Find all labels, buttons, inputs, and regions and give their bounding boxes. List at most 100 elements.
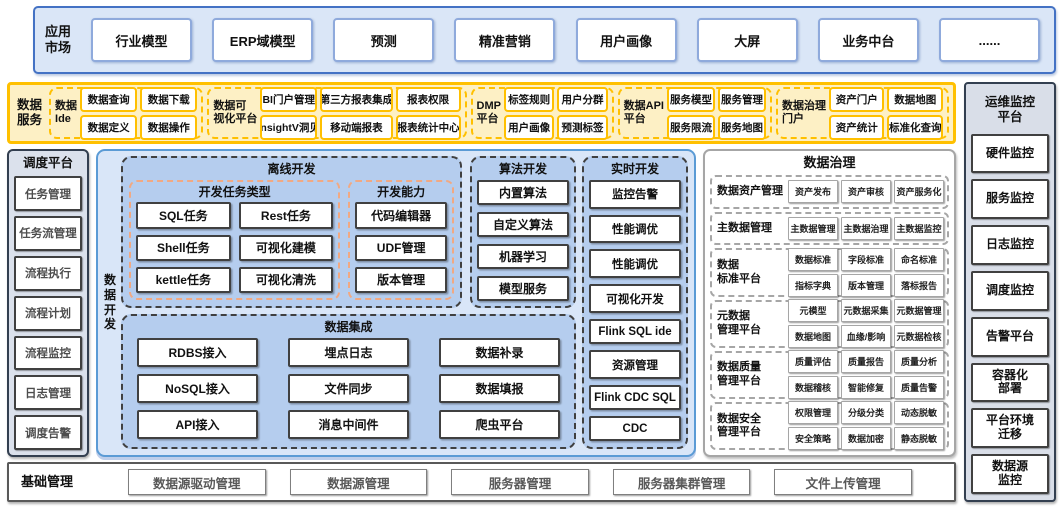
governance-panel: 数据治理 数据资产管理 资产发布资产审核资产服务化 主数据管理 主数据管理主数据…: [703, 149, 956, 457]
gov-row-data-standard: 数据 标准平台 数据标准字段标准命名标准指标字典版本管理落标报告: [710, 248, 949, 298]
scheduler-item: 流程监控: [14, 335, 82, 371]
governance-item: 质量评估: [788, 350, 838, 374]
gov-row-data-security-label: 数据安全 管理平台: [717, 412, 761, 438]
ops-monitoring-item: 告警平台: [971, 316, 1049, 357]
integration-item: NoSQL接入: [137, 373, 258, 403]
task-type-item: Shell任务: [136, 234, 231, 261]
group-governance-portal-items: 资产门户数据地图资产统计标准化查询: [828, 86, 944, 140]
governance-item: 版本管理: [841, 274, 891, 298]
app-market-item: 精准营销: [454, 18, 556, 62]
task-type-item: Rest任务: [238, 202, 334, 229]
governance-item: 质量分析: [894, 350, 944, 374]
app-market-item: 业务中台: [817, 18, 919, 62]
data-integration-title: 数据集成: [324, 320, 373, 334]
gov-row-metadata: 元数据 管理平台 元模型元数据采集元数据管理数据地图血缘/影响元数据检核: [710, 299, 949, 349]
ops-monitoring-item: 平台环境 迁移: [971, 408, 1049, 449]
governance-item: 主数据监控: [894, 217, 944, 241]
governance-item: 血缘/影响: [841, 325, 891, 349]
service-item: 预测标签: [557, 114, 608, 140]
task-type-item: 可视化清洗: [238, 266, 334, 293]
algorithm-dev-panel: 算法开发 内置算法自定义算法机器学习模型服务: [470, 156, 576, 308]
scheduler-item: 任务管理: [14, 176, 82, 212]
ops-monitoring-title: 运维监控 平台: [984, 95, 1035, 125]
service-item: 资产门户: [828, 86, 885, 112]
task-types-title: 开发任务类型: [198, 184, 271, 199]
algorithm-item: 自定义算法: [477, 211, 569, 237]
service-item: 服务地图: [717, 114, 766, 140]
scheduler-item: 调度告警: [14, 415, 82, 451]
app-market-item: 用户画像: [575, 18, 677, 62]
realtime-item: CDC: [589, 416, 681, 441]
governance-item: 主数据管理: [788, 217, 838, 241]
governance-item: 指标字典: [788, 274, 838, 298]
ops-monitoring-item: 容器化 部署: [971, 362, 1049, 403]
main-area: 数据 服务 数据 Ide 数据查询数据下载数据定义数据操作 数据可 视化平台 B…: [7, 82, 1056, 502]
gov-row-data-standard-items: 数据标准字段标准命名标准指标字典版本管理落标报告: [788, 248, 944, 298]
realtime-item: 可视化开发: [589, 284, 681, 314]
base-mgmt-item: 服务器管理: [451, 469, 589, 495]
integration-item: 文件同步: [288, 373, 409, 403]
realtime-item: 性能调优: [589, 249, 681, 279]
gov-row-metadata-label: 元数据 管理平台: [717, 310, 761, 336]
base-mgmt-item: 数据源驱动管理: [128, 469, 266, 495]
integration-item: 数据补录: [439, 337, 560, 367]
service-item: 移动端报表: [320, 114, 393, 140]
base-mgmt-item: 服务器集群管理: [612, 469, 751, 495]
data-dev-label: 数据 开发: [103, 273, 116, 332]
scheduler-item: 流程计划: [14, 295, 82, 331]
base-mgmt-item: 文件上传管理: [774, 469, 912, 495]
scheduler-title: 调度平台: [22, 156, 73, 170]
group-dmp-platform-items: 标签规则用户分群用户画像预测标签: [504, 86, 608, 140]
gov-row-data-quality-label: 数据质量 管理平台: [717, 361, 761, 387]
governance-item: 落标报告: [894, 274, 944, 298]
gov-row-master-data-items: 主数据管理主数据治理主数据监控: [788, 217, 944, 241]
ops-monitoring-item: 数据源 监控: [971, 454, 1049, 494]
service-item: 数据定义: [80, 114, 138, 140]
service-item: 数据下载: [140, 86, 198, 112]
dev-capabilities-title: 开发能力: [377, 184, 426, 199]
base-mgmt-label: 基础管理: [21, 474, 74, 490]
realtime-item: 监控告警: [589, 179, 681, 209]
capability-item: 代码编辑器: [355, 202, 447, 229]
left-column: 数据 服务 数据 Ide 数据查询数据下载数据定义数据操作 数据可 视化平台 B…: [7, 82, 956, 502]
realtime-item: 资源管理: [589, 350, 681, 380]
governance-item: 资产服务化: [894, 180, 944, 204]
group-governance-portal: 数据治理 门户 资产门户数据地图资产统计标准化查询: [775, 86, 950, 140]
service-item: 数据查询: [80, 86, 138, 112]
governance-item: 元数据采集: [841, 299, 891, 323]
app-market-label: 应用 市场: [45, 24, 72, 55]
group-data-api-platform-label: 数据API 平台: [623, 99, 664, 125]
algorithm-dev-items: 内置算法自定义算法机器学习模型服务: [477, 179, 569, 301]
service-item: 标签规则: [504, 86, 555, 112]
algorithm-dev-title: 算法开发: [498, 162, 547, 176]
service-item: 用户画像: [504, 114, 555, 140]
service-item: 用户分群: [557, 86, 608, 112]
integration-item: API接入: [137, 409, 258, 439]
task-type-item: kettle任务: [136, 266, 231, 293]
service-item: 服务管理: [717, 86, 766, 112]
governance-item: 安全策略: [788, 427, 838, 451]
scheduler-panel: 调度平台 任务管理任务流管理流程执行流程计划流程监控日志管理调度告警: [7, 149, 89, 457]
algorithm-item: 机器学习: [477, 243, 569, 269]
integration-item: 埋点日志: [288, 337, 409, 367]
scheduler-item: 任务流管理: [14, 216, 82, 251]
service-item: 服务模型: [666, 86, 715, 112]
governance-item: 分级分类: [841, 401, 891, 425]
governance-item: 数据地图: [788, 325, 838, 349]
service-item: 服务限流: [666, 114, 715, 140]
governance-item: 命名标准: [894, 248, 944, 272]
ops-monitoring-panel: 运维监控 平台 硬件监控服务监控日志监控调度监控告警平台容器化 部署平台环境 迁…: [964, 82, 1056, 502]
realtime-item: Flink CDC SQL: [589, 385, 681, 411]
service-item: 资产统计: [828, 114, 885, 140]
governance-item: 元数据管理: [894, 299, 944, 323]
service-item: 数据操作: [140, 114, 198, 140]
